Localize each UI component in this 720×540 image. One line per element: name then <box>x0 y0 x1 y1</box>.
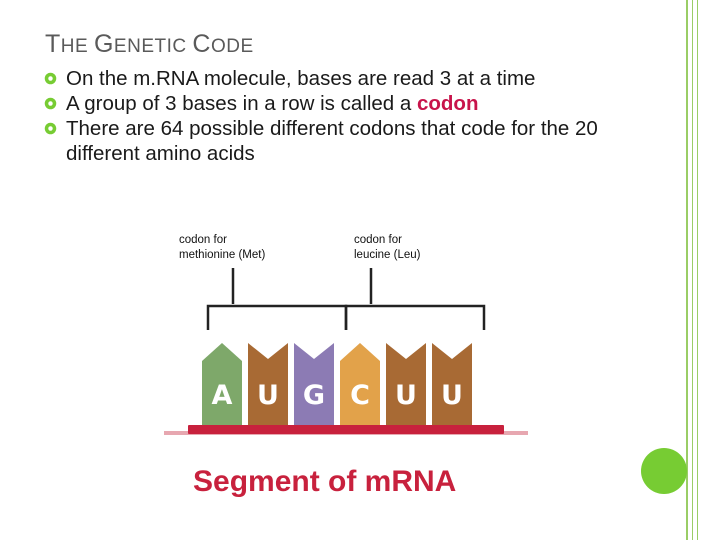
nucleotide-base <box>386 343 426 426</box>
nucleotide-base <box>248 343 288 426</box>
gear-bullet-icon <box>44 72 57 85</box>
bullet-text: There are 64 possible different codons t… <box>66 117 598 165</box>
codon-highlight: codon <box>416 92 479 115</box>
bullet-item: There are 64 possible different codons t… <box>44 116 664 166</box>
mrna-backbone <box>188 425 504 434</box>
leu-bracket <box>344 304 486 330</box>
base-letter: U <box>395 380 417 411</box>
base-letter: C <box>350 380 370 411</box>
gear-bullet-icon <box>44 97 57 110</box>
met-bracket <box>206 304 348 330</box>
decorative-border-line <box>686 0 688 540</box>
label-line: leucine (Leu) <box>354 249 421 261</box>
title-part: T <box>45 30 61 58</box>
nucleotide-base <box>432 343 472 426</box>
base-letter: A <box>212 380 233 411</box>
bullet-list: On the m.RNA molecule, bases are read 3 … <box>44 66 664 166</box>
title-part: ODE <box>210 36 254 57</box>
title-part: ENETIC <box>113 36 193 57</box>
nucleotide-base <box>340 343 380 426</box>
base-letter: G <box>303 380 325 411</box>
bullet-text: A group of 3 bases in a row is called a <box>66 92 417 115</box>
gear-bullet-icon <box>44 122 57 135</box>
methionine-codon-label: codon for methionine (Met) <box>179 233 265 263</box>
title-part: C <box>192 30 211 58</box>
codon-brackets <box>206 268 486 330</box>
bullet-item: On the m.RNA molecule, bases are read 3 … <box>44 66 664 91</box>
decorative-green-circle <box>641 448 687 494</box>
label-line: codon for <box>179 234 227 246</box>
decorative-border-line <box>692 0 693 540</box>
nucleotide-base <box>202 343 242 426</box>
base-letter: U <box>257 380 279 411</box>
figure-caption: Segment of mRNA <box>193 465 457 498</box>
label-line: codon for <box>354 234 402 246</box>
leucine-codon-label: codon for leucine (Leu) <box>354 233 420 263</box>
bullet-item: A group of 3 bases in a row is called a … <box>44 91 664 116</box>
nucleotide-base <box>294 343 334 426</box>
bullet-text: On the m.RNA molecule, bases are read 3 … <box>66 67 536 90</box>
slide-title: THE GENETIC CODE <box>45 30 254 59</box>
base-letter: U <box>441 380 463 411</box>
label-line: methionine (Met) <box>179 249 266 261</box>
title-part: G <box>93 30 114 58</box>
decorative-border-line <box>697 0 698 540</box>
title-part: HE <box>60 36 94 57</box>
